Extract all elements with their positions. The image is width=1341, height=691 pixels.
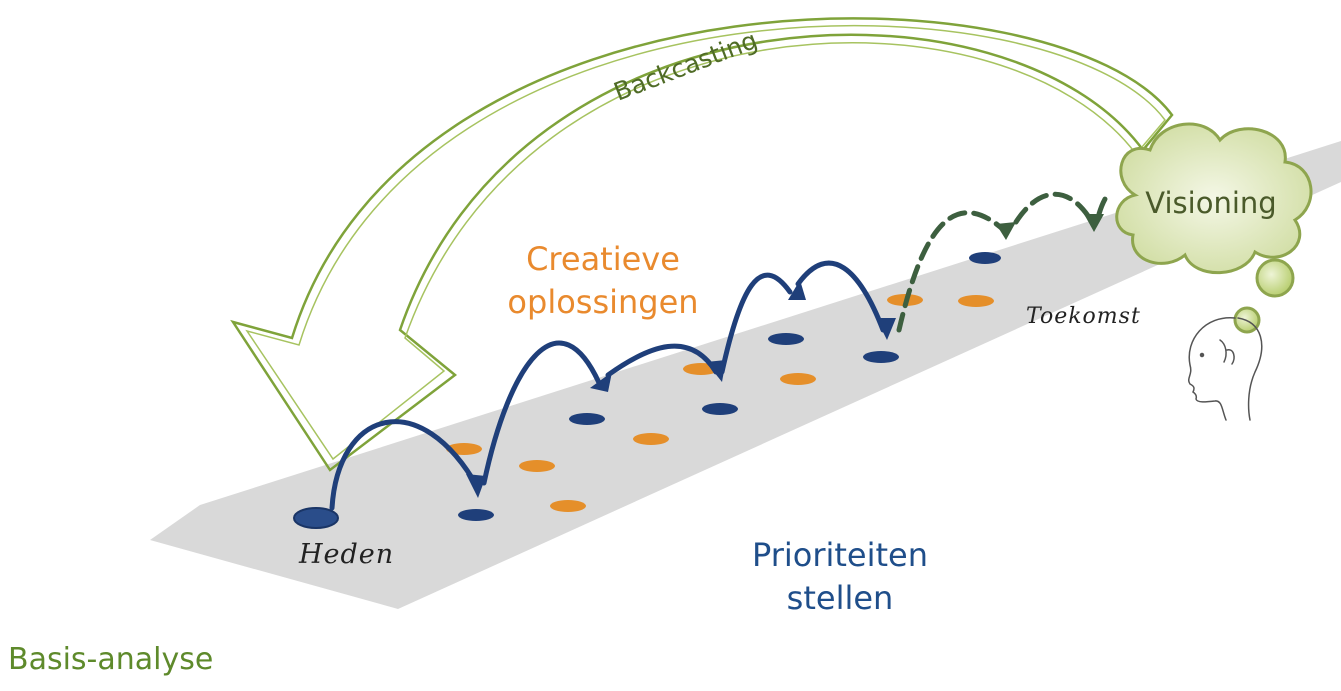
orange-dot bbox=[958, 295, 994, 307]
creatieve-line1: Creatieve bbox=[526, 240, 680, 278]
navy-dot bbox=[569, 413, 605, 425]
hop-arc bbox=[795, 260, 886, 333]
toekomst-label: Toekomst bbox=[1026, 304, 1141, 329]
arrowhead bbox=[1084, 214, 1104, 232]
navy-dot bbox=[768, 333, 804, 345]
orange-dot bbox=[519, 460, 555, 472]
backcasting-arrow bbox=[230, 17, 1174, 472]
navy-dot-heden bbox=[293, 507, 339, 529]
hop-arc bbox=[481, 340, 603, 486]
dashed-arcs bbox=[896, 189, 1113, 333]
arrowhead bbox=[466, 474, 486, 498]
thought-bubble-icon bbox=[1255, 258, 1295, 298]
prioriteiten-line1: Prioriteiten bbox=[751, 536, 929, 574]
orange-dot bbox=[633, 433, 669, 445]
prioriteiten-stellen-label: Prioriteiten stellen bbox=[700, 534, 980, 620]
cloud-icon bbox=[1115, 122, 1313, 275]
head-profile-icon bbox=[1187, 317, 1263, 421]
creatieve-oplossingen-label: Creatieve oplossingen bbox=[474, 238, 732, 324]
dashed-arc bbox=[1013, 191, 1095, 225]
navy-dots bbox=[293, 252, 1001, 529]
hop-arcs bbox=[329, 260, 886, 511]
dashed-arc bbox=[896, 210, 1009, 333]
heden-label: Heden bbox=[299, 539, 395, 570]
navy-dot bbox=[458, 509, 494, 521]
backcasting-label: Backcasting bbox=[610, 25, 762, 106]
arrowhead bbox=[788, 280, 806, 300]
hop-arc bbox=[719, 272, 793, 375]
arrowhead bbox=[706, 360, 726, 382]
arrowhead bbox=[876, 318, 896, 340]
dashed-arrowheads bbox=[996, 214, 1104, 240]
timeline-band bbox=[150, 141, 1341, 609]
visioning-label: Visioning bbox=[1145, 186, 1277, 220]
navy-dot bbox=[969, 252, 1001, 264]
hop-arc bbox=[329, 419, 481, 511]
orange-dot bbox=[550, 500, 586, 512]
creatieve-line2: oplossingen bbox=[507, 283, 699, 321]
arrowhead bbox=[590, 372, 612, 392]
prioriteiten-line2: stellen bbox=[786, 579, 894, 617]
dashed-arc bbox=[1096, 189, 1113, 217]
navy-dot bbox=[702, 403, 738, 415]
orange-dot bbox=[780, 373, 816, 385]
arrowhead bbox=[996, 222, 1016, 240]
hop-arrowheads bbox=[466, 280, 896, 498]
basis-analyse-label: Basis-analyse bbox=[8, 642, 214, 677]
navy-dot bbox=[863, 351, 899, 363]
hop-arc bbox=[605, 343, 719, 378]
